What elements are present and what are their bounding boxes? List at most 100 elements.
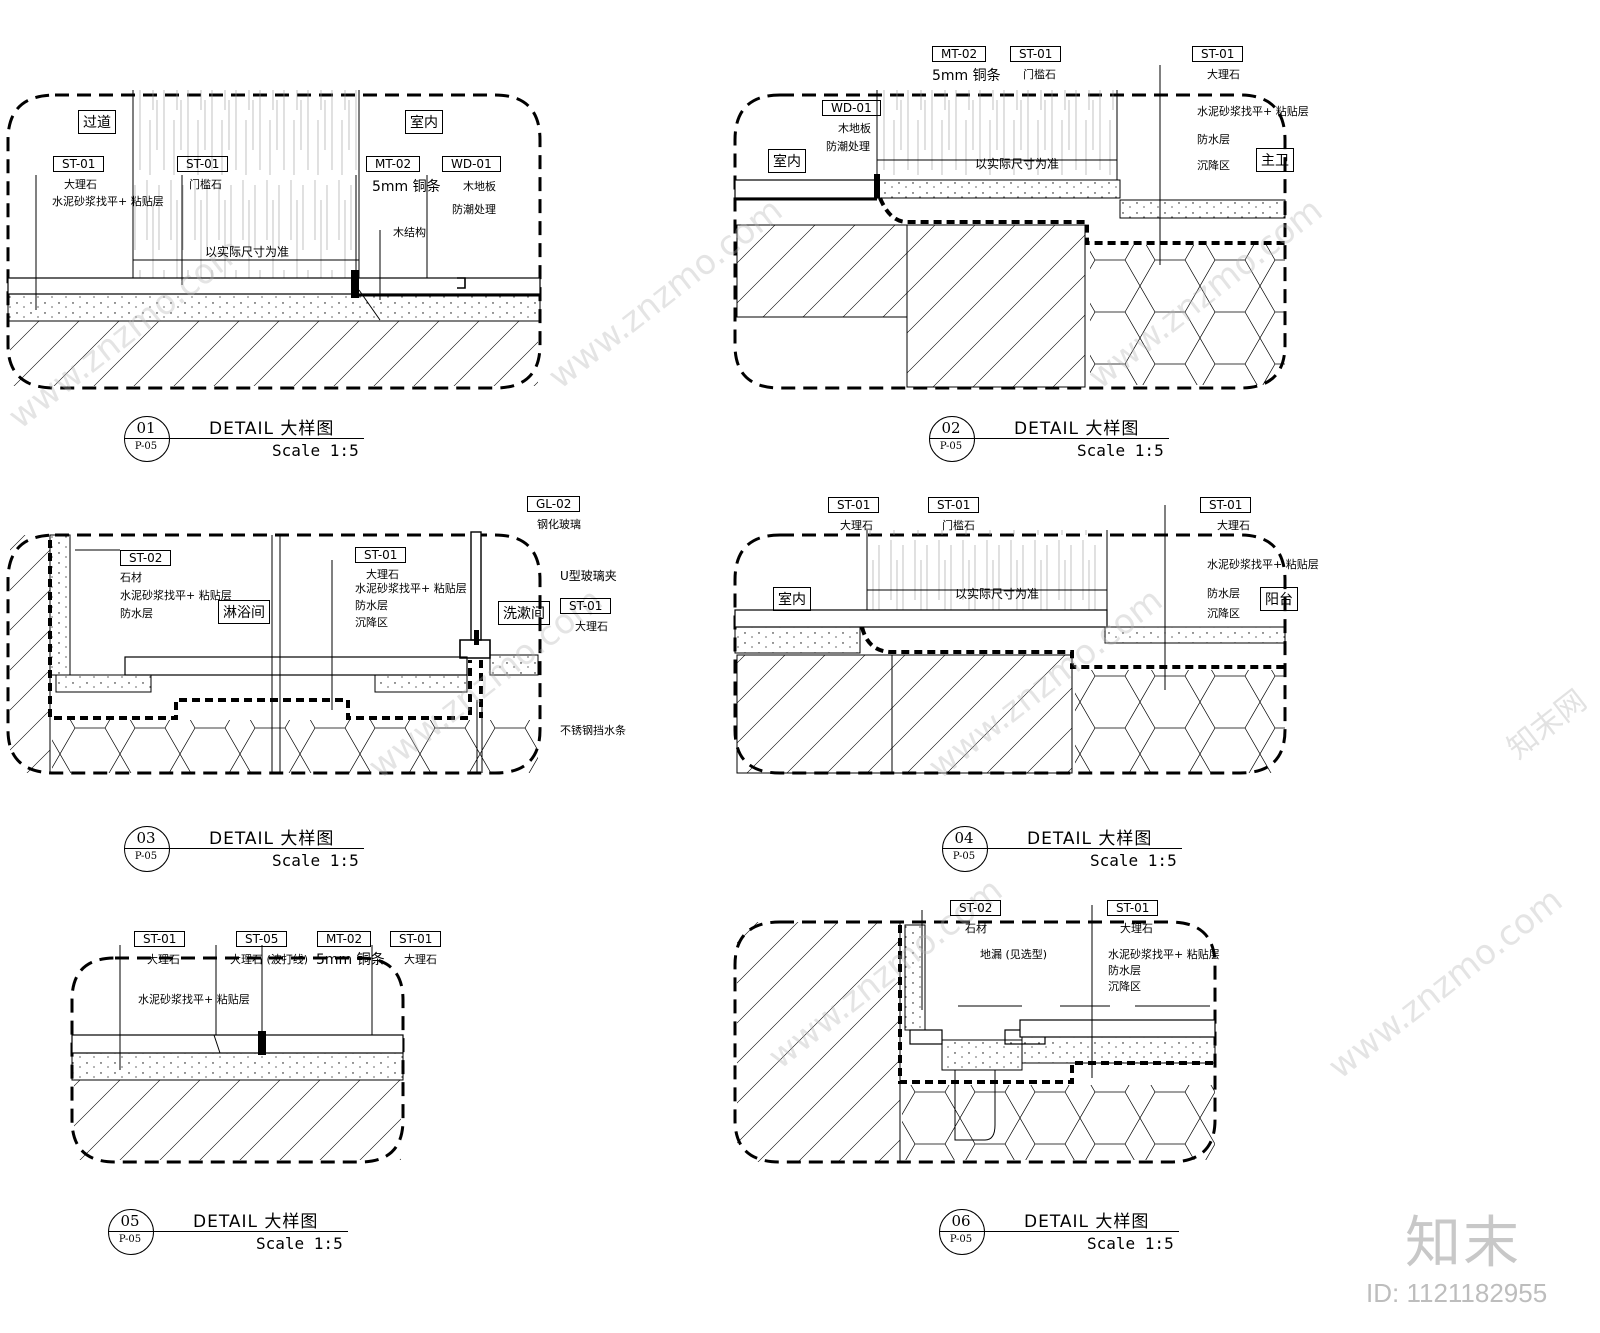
title-block-05: 05 P-05 DETAIL 大样图 Scale 1:5 [108, 1207, 348, 1255]
note-text: U型玻璃夹 [560, 569, 617, 583]
material-code: ST-05 [236, 931, 288, 947]
note-text: 水泥砂浆找平+ 粘贴层 [1108, 948, 1220, 961]
material-desc: 门槛石 [1023, 68, 1056, 81]
material-desc: 大理石 (波打线) [230, 953, 309, 966]
material-desc: 水泥砂浆找平+ 粘贴层 [52, 195, 164, 208]
material-code: ST-02 [950, 900, 1002, 916]
detail-04 [733, 505, 1287, 775]
title-block-02: 02 P-05 DETAIL 大样图 Scale 1:5 [929, 414, 1169, 462]
detail-number: 04 [954, 829, 974, 847]
material-code: ST-01 [53, 156, 105, 172]
title-block-06: 06 P-05 DETAIL 大样图 Scale 1:5 [939, 1207, 1179, 1255]
material-code: WD-01 [442, 156, 501, 172]
room-label: 室内 [405, 110, 443, 134]
sheet-number: P-05 [939, 441, 963, 452]
material-code: ST-01 [1010, 46, 1062, 62]
detail-02 [733, 65, 1287, 390]
material-desc: 防潮处理 [826, 140, 870, 153]
note-text: 不锈钢挡水条 [560, 724, 626, 737]
material-desc: 木地板 [838, 122, 871, 135]
material-desc: 大理石 [840, 519, 873, 532]
material-code: ST-02 [120, 550, 172, 566]
detail-number: 05 [120, 1212, 140, 1230]
material-desc: 大理石 [1207, 68, 1240, 81]
material-code: GL-02 [527, 496, 581, 512]
detail-number: 06 [951, 1212, 971, 1230]
material-code: ST-01 [1200, 497, 1252, 513]
note-text: 沉降区 [1197, 159, 1230, 172]
room-label: 室内 [768, 149, 806, 173]
note-text: 地漏 (见选型) [980, 948, 1048, 961]
material-desc: 水泥砂浆找平+ 粘贴层 [355, 582, 467, 595]
material-desc: 大理石 [1120, 922, 1153, 935]
material-code: WD-01 [822, 100, 881, 116]
material-desc: 大理石 [147, 953, 180, 966]
material-code: ST-01 [560, 598, 612, 614]
material-desc: 门槛石 [189, 178, 222, 191]
detail-05 [70, 945, 405, 1164]
detail-number: 02 [941, 419, 961, 437]
detail-title: DETAIL 大样图 [209, 419, 335, 439]
detail-03 [6, 531, 542, 775]
detail-number: 03 [136, 829, 156, 847]
detail-title: DETAIL 大样图 [209, 829, 335, 849]
sheet-number: P-05 [952, 851, 976, 862]
material-desc: 防水层 [355, 599, 388, 612]
detail-scale: Scale 1:5 [1090, 851, 1177, 870]
material-code: ST-01 [134, 931, 186, 947]
note-text: 水泥砂浆找平+ 粘贴层 [1197, 105, 1309, 118]
detail-scale: Scale 1:5 [1087, 1234, 1174, 1253]
material-code: ST-01 [355, 547, 407, 563]
note-text: 沉降区 [1108, 980, 1141, 993]
material-desc: 大理石 [64, 178, 97, 191]
sheet-number: P-05 [134, 441, 158, 452]
detail-01 [6, 90, 542, 390]
material-desc: 大理石 [404, 953, 437, 966]
sheet-number: P-05 [134, 851, 158, 862]
material-desc: 5mm 铜条 [316, 952, 385, 968]
room-label: 过道 [78, 110, 116, 134]
room-label: 主卫 [1256, 148, 1294, 172]
detail-scale: Scale 1:5 [1077, 441, 1164, 460]
material-desc: 防潮处理 [452, 203, 496, 216]
material-code: ST-01 [390, 931, 442, 947]
note-text: 防水层 [1207, 587, 1240, 600]
room-label: 阳台 [1260, 587, 1298, 611]
title-block-03: 03 P-05 DETAIL 大样图 Scale 1:5 [124, 824, 364, 872]
material-desc: 钢化玻璃 [537, 518, 581, 531]
material-desc: 沉降区 [355, 616, 388, 629]
note-text: 沉降区 [1207, 607, 1240, 620]
material-code: ST-01 [177, 156, 229, 172]
material-desc: 石材 [965, 922, 987, 935]
detail-title: DETAIL 大样图 [1027, 829, 1153, 849]
material-code: ST-01 [928, 497, 980, 513]
material-desc: 门槛石 [942, 519, 975, 532]
room-label: 洗漱间 [498, 601, 550, 625]
detail-06 [733, 905, 1217, 1164]
material-code: ST-01 [1192, 46, 1244, 62]
sheet-number: P-05 [949, 1234, 973, 1245]
note-text: 以实际尺寸为准 [975, 157, 1060, 171]
detail-title: DETAIL 大样图 [1024, 1212, 1150, 1232]
sheet-number: P-05 [118, 1234, 142, 1245]
image-id: ID: 1121182955 [1366, 1278, 1548, 1308]
material-desc: 木地板 [463, 180, 496, 193]
material-desc: 大理石 [366, 568, 399, 581]
material-desc: 防水层 [120, 607, 153, 620]
note-text: 木结构 [393, 226, 426, 239]
material-code: ST-01 [828, 497, 880, 513]
material-desc: 石材 [120, 571, 142, 584]
material-desc: 5mm 铜条 [372, 179, 441, 195]
note-text: 防水层 [1108, 964, 1141, 977]
note-text: 以实际尺寸为准 [205, 245, 290, 259]
note-text: 水泥砂浆找平+ 粘贴层 [138, 993, 250, 1006]
material-desc: 5mm 铜条 [932, 68, 1001, 84]
material-desc: 大理石 [1217, 519, 1250, 532]
title-block-04: 04 P-05 DETAIL 大样图 Scale 1:5 [942, 824, 1182, 872]
material-code: MT-02 [317, 931, 372, 947]
room-label: 淋浴间 [218, 600, 270, 624]
material-desc: 大理石 [575, 620, 608, 633]
detail-scale: Scale 1:5 [272, 851, 359, 870]
